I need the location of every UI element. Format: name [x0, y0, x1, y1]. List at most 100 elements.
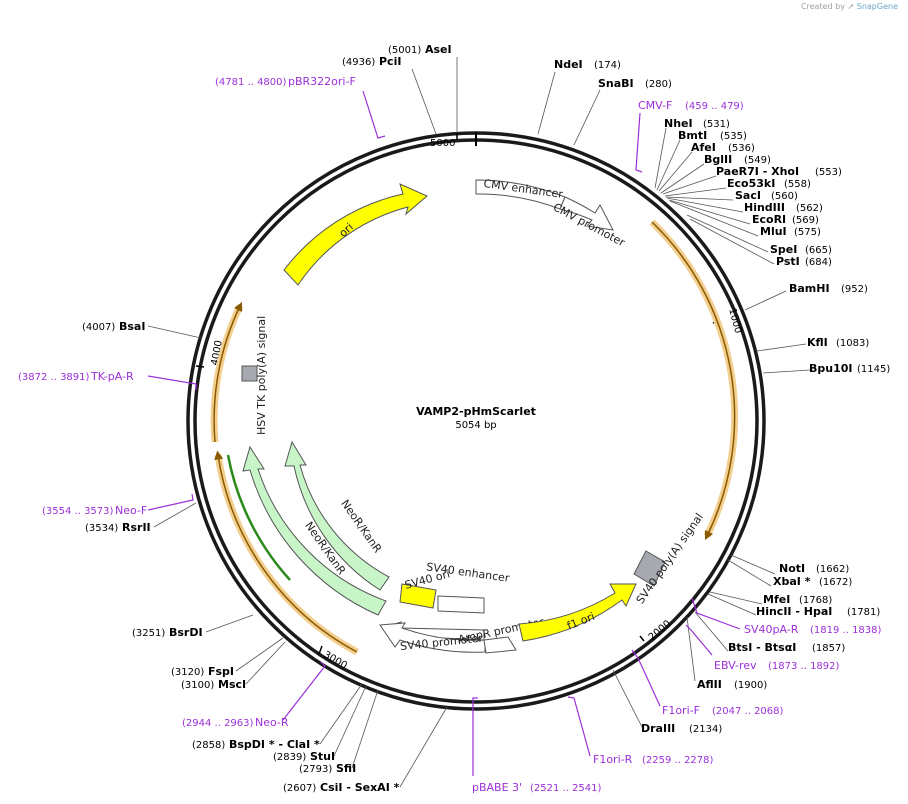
enzyme-name: CsiI - SexAI * [320, 781, 400, 794]
primer-pos: (2521 .. 2541) [530, 783, 602, 794]
enzyme-pos: (174) [594, 60, 621, 71]
enzyme-name: DraIII [641, 722, 675, 735]
enzyme-name: AseI [425, 43, 452, 56]
enzyme-pos: (3100) [181, 680, 214, 691]
enzyme-name: KflI [807, 336, 828, 349]
primer-name: pBR322ori-F [288, 75, 356, 88]
sv40-polya-box [633, 550, 666, 587]
hsv-tk-polya-box [241, 365, 258, 382]
tick-2000: 2000 [647, 618, 674, 643]
primer-pos: (459 .. 479) [685, 101, 744, 112]
enzyme-pos: (952) [841, 284, 868, 295]
enzyme-pos: (1145) [857, 364, 890, 375]
enzyme-name: SpeI [770, 243, 797, 256]
enzyme-pos: (1900) [734, 680, 767, 691]
tick-5000: 5000 [430, 138, 455, 149]
cmv-promoter-arrow [559, 196, 614, 231]
primer-name: TK-pA-R [90, 370, 134, 383]
sv40-ori-block [399, 583, 437, 609]
primer-pos: (4781 .. 4800) [215, 77, 287, 88]
primer-pos: (2047 .. 2068) [712, 706, 784, 717]
enzyme-name: Bpu10I [809, 362, 853, 375]
primer-pos: (1819 .. 1838) [810, 625, 882, 636]
primer-pos: (3554 .. 3573) [42, 506, 114, 517]
enzyme-pos: (575) [794, 227, 821, 238]
enzyme-pos: (4007) [82, 322, 115, 333]
neor-kanr-inner-arrow [284, 440, 390, 591]
enzyme-name: BspDI * - ClaI * [229, 738, 320, 751]
enzyme-pos: (2793) [299, 764, 332, 775]
enzyme-name: XbaI * [773, 575, 811, 588]
primer-pos: (2944 .. 2963) [182, 718, 254, 729]
enzyme-name: MscI [218, 678, 246, 691]
cds-arc-left [214, 450, 358, 653]
enzyme-name: AfeI [691, 141, 716, 154]
enzymes-right: NdeI (174) SnaBI (280) NheI (531) BmtI (… [554, 58, 890, 735]
cds-arc-right [651, 221, 736, 541]
enzyme-pos: (553) [815, 167, 842, 178]
ori-arrow [283, 183, 428, 286]
enzyme-pos: (4936) [342, 57, 375, 68]
primer-pos: (2259 .. 2278) [642, 755, 714, 766]
enzyme-pos: (2858) [192, 740, 225, 751]
enzyme-name: BamHI [789, 282, 830, 295]
enzyme-name: Eco53kI [727, 177, 775, 190]
enzyme-name: BsrDI [169, 626, 203, 639]
f1-ori-arrow [518, 583, 637, 642]
enzyme-pos: (1672) [819, 577, 852, 588]
enzyme-name: StuI [310, 750, 335, 763]
leader-lines-right [537, 71, 811, 728]
primer-name: Neo-F [115, 504, 147, 517]
primer-name: CMV-F [638, 99, 672, 112]
enzyme-name: PstI [776, 255, 800, 268]
primer-pos: (1873 .. 1892) [768, 661, 840, 672]
enzyme-pos: (1768) [799, 595, 832, 606]
enzyme-pos: (2134) [689, 724, 722, 735]
neor-kanr-outer-arrow [242, 445, 387, 616]
enzyme-name: BmtI [678, 129, 707, 142]
enzyme-pos: (665) [805, 245, 832, 256]
enzyme-name: FspI [208, 665, 234, 678]
enzyme-pos: (280) [645, 79, 672, 90]
enzyme-pos: (536) [728, 143, 755, 154]
enzyme-pos: (2607) [283, 783, 316, 794]
enzyme-name: HincII - HpaI [756, 605, 832, 618]
f1-ori-label: f1 ori [565, 610, 596, 633]
snapgene-logo-icon: ➚ [847, 2, 855, 11]
sv40-enhancer-block [437, 595, 485, 614]
tick-mark-3000 [318, 645, 323, 655]
enzyme-name: MfeI [763, 593, 790, 606]
primer-name: pBABE 3' [472, 781, 522, 794]
enzyme-pos: (560) [771, 191, 798, 202]
hsv-tk-label: HSV TK poly(A) signal [255, 316, 268, 435]
enzyme-name: SnaBI [598, 77, 634, 90]
credit-prefix: Created by [800, 2, 845, 11]
enzyme-pos: (1662) [816, 564, 849, 575]
enzyme-name: BtsI - BtsαI [728, 641, 796, 654]
enzyme-name: PaeR7I - XhoI [716, 165, 799, 178]
plasmid-name: VAMP2-pHmScarlet [416, 405, 536, 418]
enzyme-pos: (1857) [812, 643, 845, 654]
enzyme-name: MluI [760, 225, 787, 238]
enzyme-pos: (569) [792, 215, 819, 226]
primer-labels: (4781 .. 4800) pBR322ori-F CMV-F (459 ..… [18, 75, 882, 794]
cmv-promoter-label: CMV promoter [551, 201, 627, 250]
enzyme-pos: (3120) [171, 667, 204, 678]
primer-pos: (3872 .. 3891) [18, 372, 90, 383]
enzyme-pos: (684) [805, 257, 832, 268]
enzyme-pos: (1083) [836, 338, 869, 349]
primer-marks [147, 90, 741, 776]
enzyme-name: NotI [779, 562, 805, 575]
enzyme-name: NheI [664, 117, 693, 130]
tick-mark-2000 [639, 635, 645, 642]
enzyme-name: RsrII [122, 521, 151, 534]
enzyme-name: NdeI [554, 58, 583, 71]
enzyme-pos: (558) [784, 179, 811, 190]
enzyme-name: AflII [697, 678, 722, 691]
enzyme-name: BsaI [119, 320, 145, 333]
primer-name: F1ori-F [662, 704, 700, 717]
enzyme-pos: (2839) [273, 752, 306, 763]
enzyme-pos: (5001) [388, 45, 421, 56]
enzyme-name: PciI [379, 55, 401, 68]
